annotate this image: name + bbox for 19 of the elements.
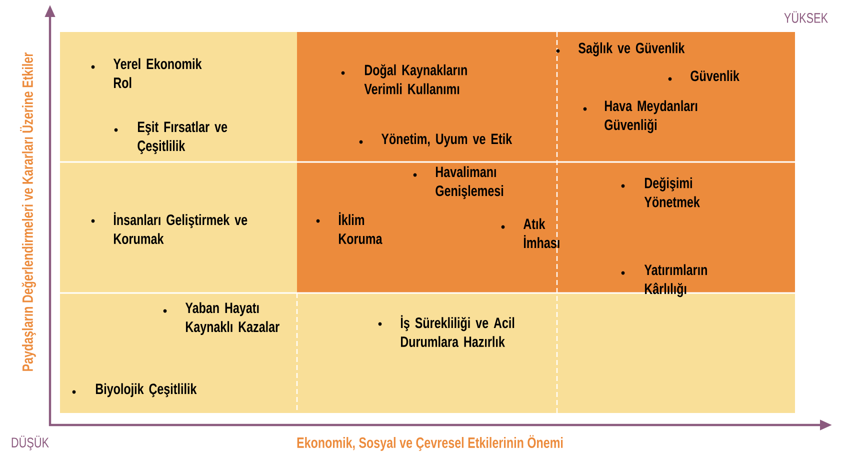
list-item: Yerel Ekonomik Rol <box>91 58 202 88</box>
list-item: Yaban Hayatı Kaynaklı Kazalar <box>163 302 280 336</box>
list-item: Yönetim, Uyum ve Etik <box>359 133 512 148</box>
list-item: Atık İmhası <box>501 218 560 248</box>
axis-title: Ekonomik, Sosyal ve Çevresel Etkilerinin Önemi <box>297 435 563 451</box>
list-item: Eşit Fırsatlar ve Çeşitlilik <box>114 121 228 154</box>
list-item: Doğal Kaynakların Verimli Kullanımı <box>341 64 467 94</box>
list-item: Havalimanı Genişlemesi <box>413 166 504 200</box>
scale-label: YÜKSEK <box>784 11 828 23</box>
list-item: İnsanları Geliştirmek ve Korumak <box>91 212 248 244</box>
list-item: Güvenlik <box>668 70 740 82</box>
list-item: İş Sürekliliği ve Acil Durumlara Hazırlık <box>378 315 514 348</box>
list-item: Sağlık ve Güvenlik <box>556 42 685 56</box>
list-item: Biyolojik Çeşitlilik <box>72 383 197 398</box>
list-item: Değişimi Yönetmek <box>621 177 700 208</box>
scale-label: DÜŞÜK <box>12 436 49 450</box>
list-item: İklim Koruma <box>316 212 382 244</box>
axis-title: Paydaşların Değerlendirmeleri ve Kararları Üzerine Etkiler <box>20 52 36 371</box>
list-item: Hava Meydanları Güvenliği <box>583 100 698 134</box>
